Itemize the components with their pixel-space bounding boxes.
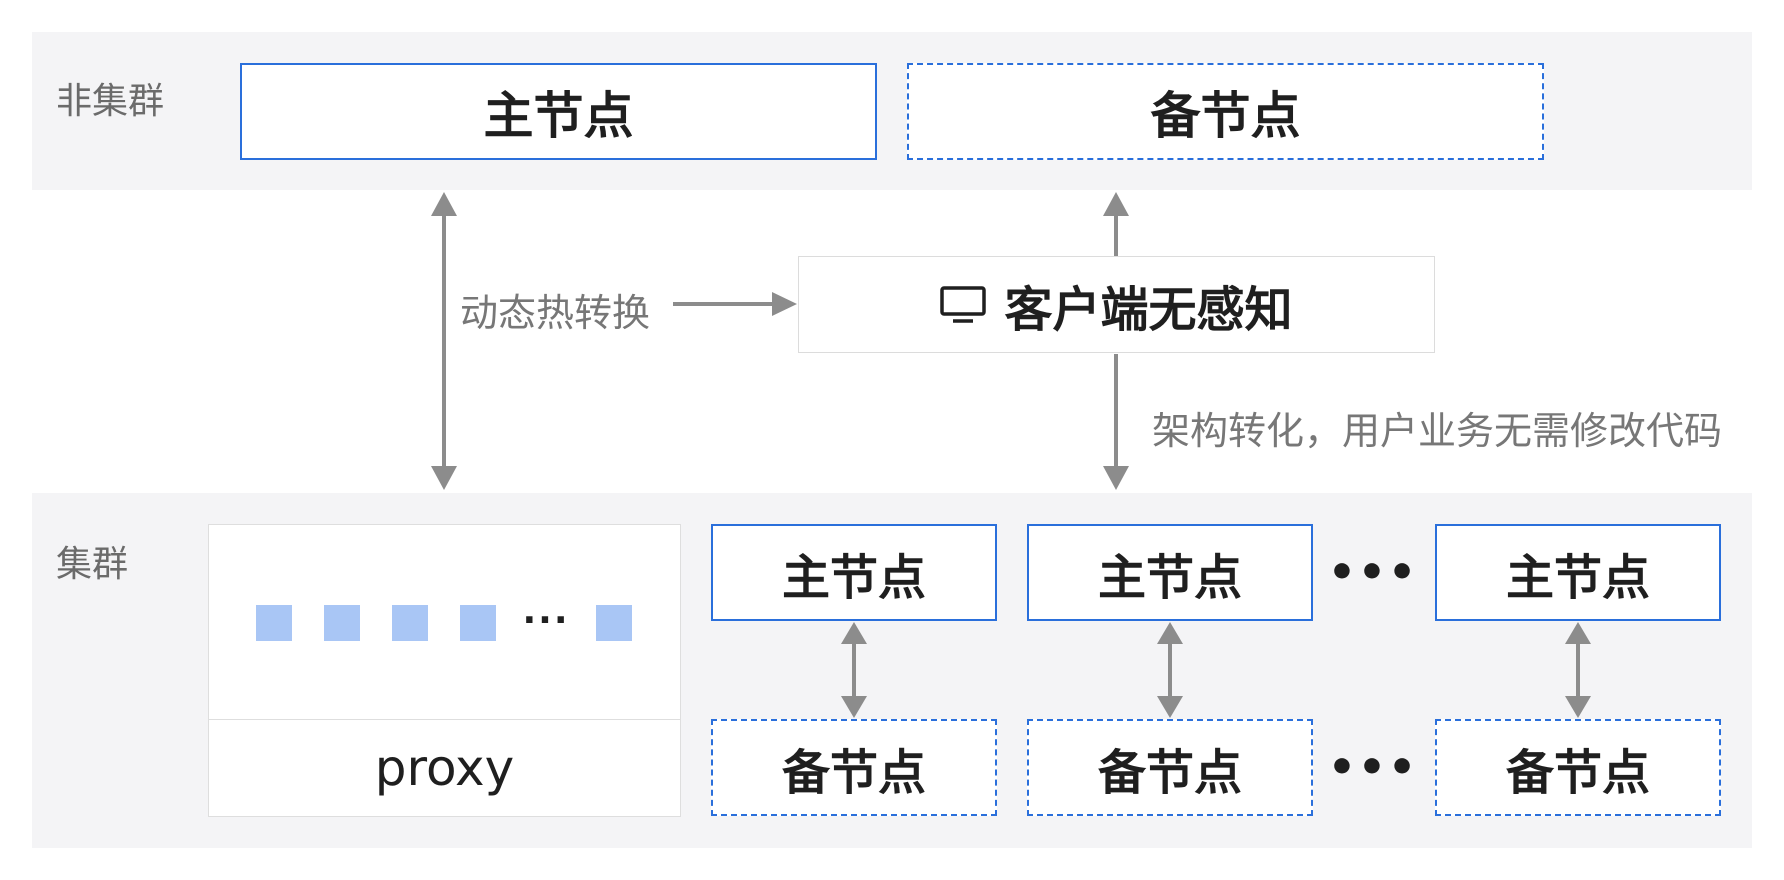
proxy-label: proxy	[374, 739, 515, 797]
monitor-icon	[940, 285, 987, 324]
group-3-replication-arrow	[1565, 622, 1591, 718]
shard-ellipsis: ···	[522, 599, 570, 641]
cluster-standby-node-2: 备节点	[1027, 719, 1313, 816]
group-2-replication-arrow	[1157, 622, 1183, 718]
shard-block	[392, 605, 428, 641]
client-to-cluster-arrow	[1103, 354, 1129, 490]
group-1-replication-arrow	[841, 622, 867, 718]
cluster-label: 集群	[56, 544, 129, 585]
cluster-primary-node-1: 主节点	[711, 524, 997, 621]
client-to-standby-arrow	[1103, 192, 1129, 256]
hot-switch-label: 动态热转换	[460, 291, 651, 335]
client-unaware-label: 客户端无感知	[1004, 281, 1293, 338]
non-cluster-standby-node: 备节点	[907, 63, 1544, 160]
hot-switch-double-arrow	[431, 192, 457, 490]
cluster-primary-node-3: 主节点	[1435, 524, 1721, 621]
shard-block	[460, 605, 496, 641]
cluster-standby-node-1: 备节点	[711, 719, 997, 816]
non-cluster-label: 非集群	[56, 81, 165, 122]
cluster-group-ellipsis-top: •••	[1327, 546, 1419, 598]
hot-switch-to-client-arrow	[673, 292, 797, 316]
cluster-standby-node-3: 备节点	[1435, 719, 1721, 816]
shard-block	[596, 605, 632, 641]
sharding-divider	[208, 719, 681, 720]
non-cluster-primary-node: 主节点	[240, 63, 877, 160]
client-unaware-box: 客户端无感知	[798, 256, 1435, 353]
cluster-primary-node-2: 主节点	[1027, 524, 1313, 621]
cluster-group-ellipsis-bottom: •••	[1327, 741, 1419, 793]
sharding-box	[208, 524, 681, 817]
shard-block	[324, 605, 360, 641]
no-code-change-note: 架构转化，用户业务无需修改代码	[1152, 409, 1723, 453]
shard-block	[256, 605, 292, 641]
